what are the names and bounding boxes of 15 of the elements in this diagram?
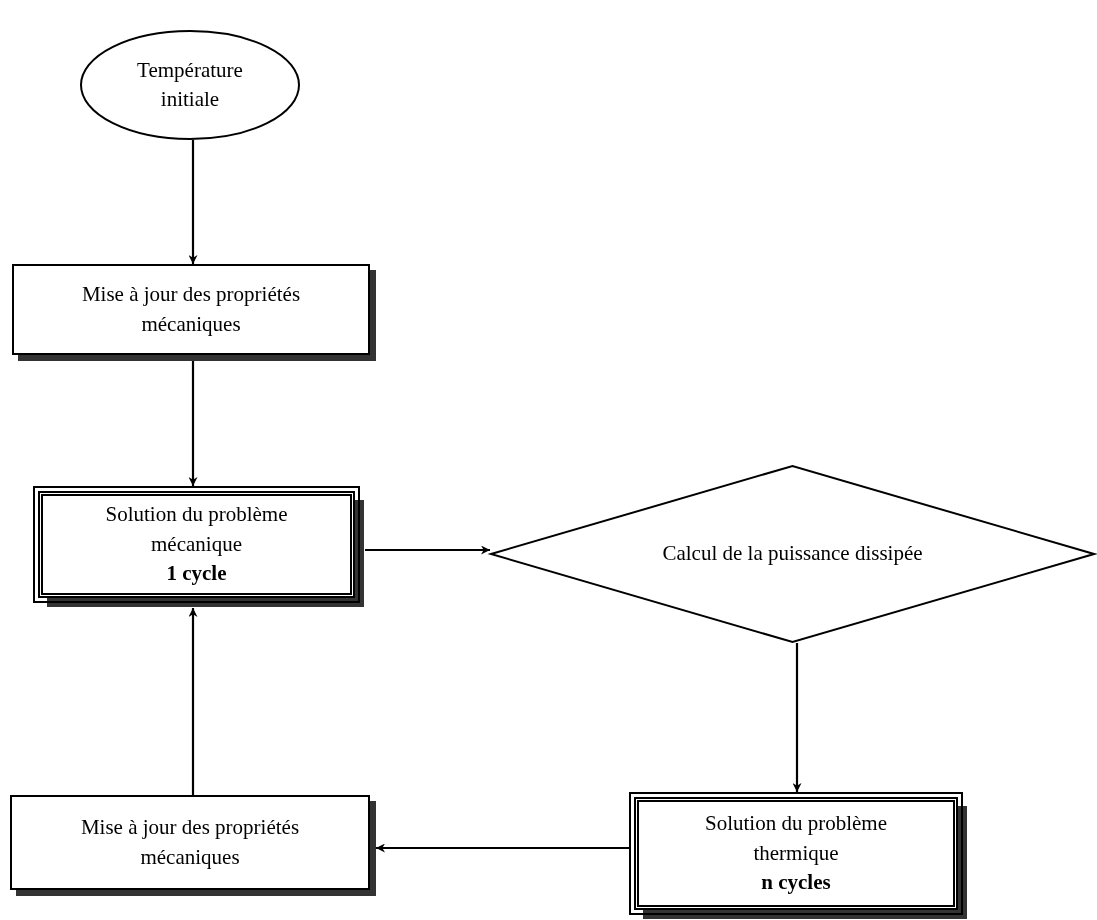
node-sublabel: 1 cycle	[166, 560, 227, 588]
node-label: Solution du problème mécanique	[104, 501, 289, 558]
node-label: Température initiale	[136, 56, 244, 113]
arrow	[188, 140, 198, 264]
node-sublabel: n cycles	[761, 869, 831, 897]
arrow	[376, 843, 629, 853]
arrow	[792, 643, 802, 792]
arrow	[365, 545, 490, 555]
arrow	[188, 608, 198, 795]
start-ellipse	[80, 30, 300, 140]
arrow	[188, 361, 198, 486]
node-label: Mise à jour des propriétés mécaniques	[79, 814, 301, 871]
node-label: Mise à jour des propriétés mécaniques	[80, 281, 302, 338]
node-label: Calcul de la puissance dissipée	[662, 540, 923, 568]
decision-diamond	[490, 465, 1095, 643]
